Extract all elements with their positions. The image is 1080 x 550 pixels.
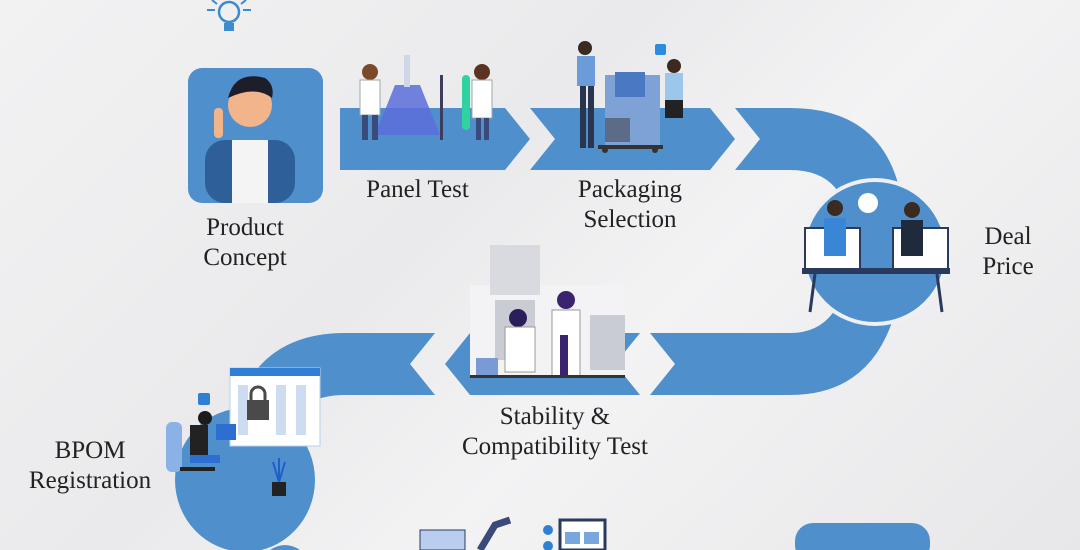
label-line: Product: [206, 214, 284, 241]
label-line: BPOM: [54, 437, 126, 464]
flow-arrow-segment: [340, 108, 530, 170]
label-line: Panel Test: [366, 176, 469, 203]
label-line: Concept: [203, 244, 287, 271]
flow-curve-bottom: [270, 545, 300, 550]
packaging-boxes-illustration: [577, 41, 683, 153]
lab-scientists-illustration: [359, 55, 493, 140]
label-line: Stability &: [499, 403, 611, 430]
label-line: Selection: [583, 206, 677, 233]
label-line: Registration: [28, 467, 152, 494]
step-label-product-concept: Product Concept: [180, 213, 310, 273]
next-step-shape: [795, 523, 930, 550]
automation-robot-illustration: [419, 516, 607, 550]
handshake-illustration: [802, 193, 950, 313]
person-idea-illustration: [205, 76, 295, 203]
lab-research-illustration: [470, 245, 625, 378]
step-label-panel-test: Panel Test: [345, 175, 490, 205]
label-line: Packaging: [577, 176, 683, 203]
label-line: Deal: [984, 223, 1032, 250]
registration-computer-illustration: [166, 367, 321, 496]
step-label-bpom-registration: BPOM Registration: [10, 436, 170, 496]
step-label-stability-test: Stability & Compatibility Test: [435, 402, 675, 462]
label-line: Compatibility Test: [462, 433, 648, 460]
label-line: Price: [982, 253, 1034, 280]
flow-curve-right: [650, 108, 905, 395]
step-label-deal-price: Deal Price: [968, 222, 1048, 282]
step-label-packaging-selection: Packaging Selection: [555, 175, 705, 235]
lightbulb-icon: [207, 0, 251, 31]
